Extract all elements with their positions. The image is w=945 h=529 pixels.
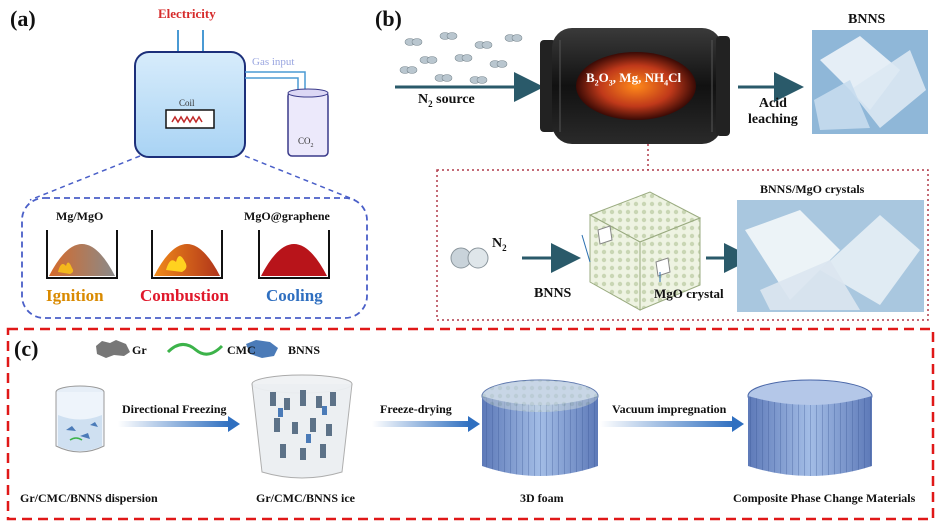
- gas-input-label: Gas input: [252, 56, 295, 68]
- crucible: [165, 109, 215, 129]
- panel-a-letter: (a): [10, 6, 36, 31]
- synthesis-detail-box: [436, 169, 929, 321]
- ignition-label: Ignition: [46, 286, 104, 305]
- bnns-mgo-cube: [588, 191, 702, 311]
- n2-molecules: [399, 32, 523, 84]
- caption-ice: Gr/CMC/BNNS ice: [256, 491, 355, 505]
- legend-cmc: CMC: [227, 343, 256, 357]
- tube-furnace: [540, 28, 730, 144]
- coil-label: Coil: [179, 98, 195, 108]
- step-freeze-drying: Freeze-drying: [380, 402, 452, 416]
- mgo-graphene-label: MgO@graphene: [244, 209, 330, 223]
- gr-legend-icon: [96, 340, 130, 358]
- legend-bnns: BNNS: [288, 343, 321, 357]
- foam-cylinder: [481, 379, 599, 476]
- combustion-crucible: [151, 230, 223, 279]
- caption-3d-foam: 3D foam: [520, 491, 564, 505]
- legend-gr: Gr: [132, 343, 147, 357]
- step-vacuum-impregnation: Vacuum impregnation: [612, 402, 727, 416]
- bnns-legend-icon: [246, 340, 278, 358]
- dispersion-beaker: [55, 385, 105, 453]
- n2-molecule-large: [450, 247, 489, 269]
- combustion-label: Combustion: [140, 286, 229, 305]
- bnns-label: BNNS: [534, 286, 572, 301]
- caption-dispersion: Gr/CMC/BNNS dispersion: [20, 491, 158, 505]
- bnns-title: BNNS: [848, 12, 886, 27]
- electricity-label: Electricity: [158, 6, 216, 21]
- reactor-reagents-label: B2O3, Mg, NH4Cl: [586, 70, 682, 88]
- bnns-photo: [812, 30, 928, 134]
- step-directional-freezing: Directional Freezing: [122, 402, 227, 416]
- cmc-legend-icon: [166, 343, 224, 356]
- coil-wire: [171, 115, 203, 124]
- arrow-2-head: [468, 416, 480, 432]
- ignition-crucible: [46, 230, 118, 279]
- n2-label: N2: [492, 236, 507, 253]
- co2-label: CO2: [298, 136, 314, 149]
- arrow-3-head: [732, 416, 744, 432]
- n2-source-label: N2 source: [418, 92, 475, 109]
- gas-pipe: [245, 71, 306, 95]
- arrow-1-head: [228, 416, 240, 432]
- mgo-crystal-label: MgO crystal: [654, 286, 724, 301]
- panel-c-letter: (c): [14, 336, 39, 361]
- mg-mgo-label: Mg/MgO: [56, 209, 104, 223]
- reaction-chamber: [134, 51, 246, 158]
- bnns-mgo-crystals-photo: [737, 200, 924, 312]
- ice-cylinder: [251, 374, 353, 479]
- cooling-label: Cooling: [266, 286, 323, 305]
- fabrication-process-box: [6, 327, 935, 521]
- panel-b-letter: (b): [375, 6, 402, 31]
- cooling-crucible: [258, 230, 330, 279]
- caption-composite: Composite Phase Change Materials: [733, 491, 916, 505]
- bnns-mgo-crystals-label: BNNS/MgO crystals: [760, 182, 865, 196]
- composite-cylinder: [747, 379, 873, 476]
- combustion-stages-box: [21, 197, 368, 319]
